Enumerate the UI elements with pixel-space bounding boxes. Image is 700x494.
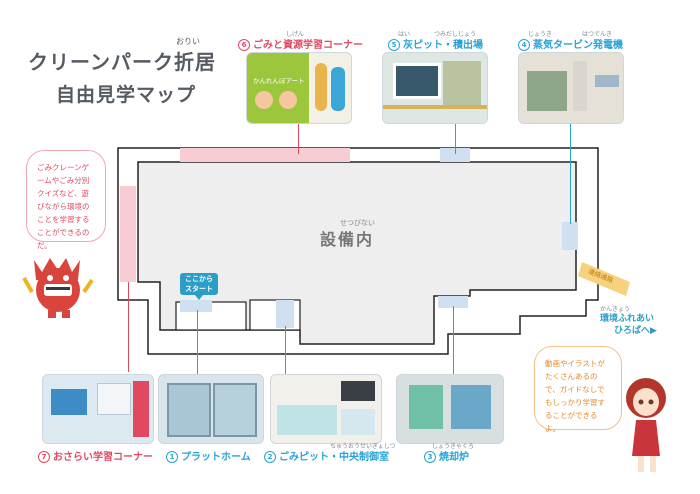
title-ruby: おりい xyxy=(176,37,200,46)
connector-2 xyxy=(285,326,286,374)
connector-3 xyxy=(453,306,454,374)
start-marker[interactable]: ここから スタート xyxy=(180,273,218,300)
map-subtitle: 自由見学マップ xyxy=(56,84,197,106)
zone-1 xyxy=(180,300,212,312)
connector-1 xyxy=(197,310,198,374)
ruby-3: しょうきゃくろ xyxy=(432,443,475,450)
equipment-area xyxy=(137,161,577,345)
ruby-5: はい つみだしじょう xyxy=(398,31,477,38)
exit-ruby: かんきょう xyxy=(600,306,631,313)
bubble-left: ごみクレーンゲームやごみ分別クイズなど、遊びながら環境のことを学習することができ… xyxy=(26,150,106,250)
number-6: 6 xyxy=(238,39,250,51)
connector-5 xyxy=(455,124,456,154)
photo-6: かんれんぼアート xyxy=(246,52,352,124)
number-7: 7 xyxy=(38,451,50,463)
number-3: 3 xyxy=(424,451,436,463)
inside-ruby: せつびない xyxy=(340,219,375,227)
start-label: ここから スタート xyxy=(185,275,213,293)
ruby-2: ちゅうおうせいぎょしつ xyxy=(330,443,396,450)
photo-6-text: かんれんぼアート xyxy=(253,77,305,85)
zone-6 xyxy=(180,148,350,162)
photo-2 xyxy=(270,374,382,444)
inside-label: 設備内 xyxy=(320,230,375,249)
number-1: 1 xyxy=(166,451,178,463)
connecting-passage xyxy=(578,262,630,296)
number-2: 2 xyxy=(264,451,276,463)
exit-label-1[interactable]: 環境ふれあい xyxy=(600,314,655,324)
ruby-6: しげん xyxy=(286,31,305,38)
exit-label-2[interactable]: ひろばへ▶ xyxy=(614,326,657,336)
photo-4 xyxy=(518,52,624,124)
number-4: 4 xyxy=(518,39,530,51)
connector-7 xyxy=(128,282,129,372)
zone-4 xyxy=(562,222,578,250)
photo-1 xyxy=(158,374,264,444)
number-5: 5 xyxy=(388,39,400,51)
corridor-outline xyxy=(117,147,599,355)
zone-7 xyxy=(120,186,136,282)
map-title: クリーンパーク折居 xyxy=(28,50,216,74)
mascot-character xyxy=(22,258,94,318)
zone-3 xyxy=(438,296,468,308)
ruby-4: じょうき はつでんき xyxy=(528,31,613,38)
photo-7 xyxy=(42,374,154,444)
zone-2 xyxy=(276,300,294,328)
girl-character xyxy=(626,378,666,472)
zone-5 xyxy=(440,148,470,162)
bubble-right: 動画やイラストがたくさんあるので、ガイドなしでもしっかり学習することができるよ。 xyxy=(534,346,622,433)
connector-4 xyxy=(570,124,571,224)
photo-3 xyxy=(396,374,504,444)
photo-5 xyxy=(382,52,488,124)
connector-6 xyxy=(298,122,299,154)
